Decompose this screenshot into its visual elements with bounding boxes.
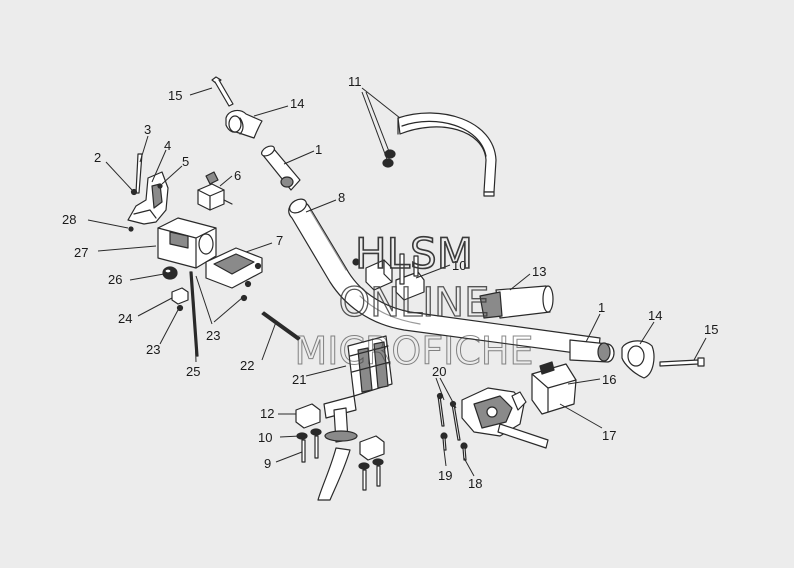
part-16-master-cylinder [531,361,577,415]
callout-16: 16 [602,372,616,387]
part-2-washer [130,188,138,196]
part-21-riser-block [347,335,393,397]
callout-4: 4 [164,138,171,153]
callout-2: 2 [94,150,101,165]
callout-6: 6 [234,168,241,183]
callout-14-right: 14 [648,308,662,323]
callout-27: 27 [74,245,88,260]
part-17-brake-lever-assembly [461,387,549,449]
watermark-line-2: ONLINE [339,280,490,326]
callout-14-top: 14 [290,96,304,111]
callout-13: 13 [532,264,546,279]
leader-lines [87,87,707,477]
callout-15-top: 15 [168,88,182,103]
part-7-cover-plate [205,247,263,302]
part-6-connector [197,171,233,211]
callout-19: 19 [438,468,452,483]
callout-5: 5 [182,154,189,169]
callout-8: 8 [338,190,345,205]
part-1-grip-top [261,145,301,191]
callout-10-lower: 10 [258,430,272,445]
callout-22: 22 [240,358,254,373]
part-20-screws [436,392,461,441]
callout-23-right: 23 [206,328,220,343]
callout-26: 26 [108,272,122,287]
callout-15-right: 15 [704,322,718,337]
callout-23-left: 23 [146,342,160,357]
callout-3: 3 [144,122,151,137]
part-9-bolts-lower [301,435,381,491]
callout-9: 9 [264,456,271,471]
callout-25: 25 [186,364,200,379]
part-28-screw [128,226,134,232]
callout-12: 12 [260,406,274,421]
callout-24: 24 [118,311,132,326]
callout-18: 18 [468,476,482,491]
part-13-throttle-tube [479,285,554,319]
callout-1-top: 1 [315,142,322,157]
callout-11: 11 [348,74,362,89]
part-26-knob [162,266,178,280]
callout-1-right: 1 [598,300,605,315]
callout-28: 28 [62,212,76,227]
callout-20: 20 [432,364,446,379]
part-18-screw [460,442,468,461]
callout-17: 17 [602,428,616,443]
part-22-pin [261,311,301,341]
watermark: HLSM ONLINE MICROFICHE [294,228,534,373]
callout-21: 21 [292,372,306,387]
part-15-bolt-right [659,357,705,367]
watermark-line-3: MICROFICHE [294,329,533,373]
part-11-hand-guard [382,112,497,197]
part-14-clamp-top [225,109,263,139]
part-14-clamp-right [621,340,655,379]
part-27-switch-housing [157,217,217,269]
callout-7: 7 [276,233,283,248]
part-19-screw [440,432,448,451]
callout-labels: 15 14 1 11 3 4 2 5 6 8 28 27 7 10 13 26 … [62,74,718,491]
part-1-grip-right [569,339,615,363]
part-12-clamp-lower [295,403,385,461]
part-10-washers-lower [296,428,384,470]
steering-column [317,395,358,501]
callout-10-center: 10 [452,258,466,273]
part-3-bolt [135,153,143,194]
part-24-clip [171,287,189,312]
part-5-mount-bracket [127,171,169,225]
part-10-clamp-top-center [352,253,425,301]
part-15-bolt-top [211,76,234,107]
watermark-line-1: HLSM [355,229,473,278]
